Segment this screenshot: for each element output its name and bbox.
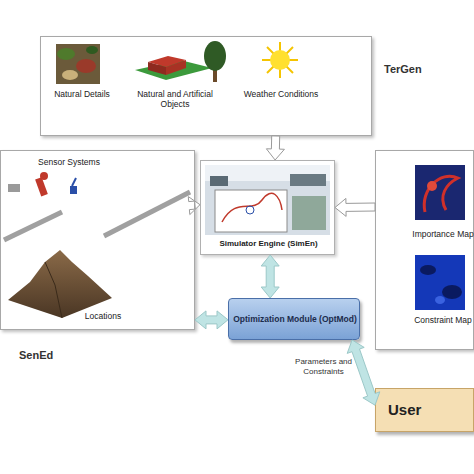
block-arrow — [188, 197, 200, 215]
group-heading: TerGen — [384, 63, 444, 76]
simulator-screen — [205, 165, 330, 235]
constraint-map-region — [420, 265, 436, 275]
sensor-symbol — [35, 177, 48, 196]
tergen-box: Natural Details Natural and Artificial Ob… — [40, 36, 372, 136]
sun-ray — [262, 59, 298, 61]
node-label: Sensor Systems — [19, 157, 119, 167]
sun-ray — [279, 42, 281, 78]
edge-label: Parameters and Constraints — [292, 357, 356, 377]
constraint-map-region — [442, 285, 462, 299]
simulator-terrain — [292, 196, 326, 230]
constraint-map-image — [415, 255, 465, 310]
simulator-sky — [205, 165, 330, 181]
optimization-box: Optimization Module (OptMod) — [228, 298, 360, 340]
sensor-symbol — [72, 178, 76, 186]
house-wall — [148, 62, 166, 75]
node-label: Constraint Map — [412, 315, 474, 325]
house-wall — [166, 60, 186, 75]
node-label: User — [388, 399, 468, 421]
user-box: User — [375, 388, 474, 432]
block-arrow — [266, 136, 284, 160]
constraint-map-region — [435, 296, 445, 304]
block-arrow — [347, 340, 380, 405]
node-label: Optimization Module (OptMod) — [229, 299, 361, 339]
maps-box: Importance MapConstraint Map — [375, 150, 474, 350]
sened-box: Sensor SystemsLocationsSenEd — [0, 150, 195, 330]
sun-ray — [267, 47, 293, 73]
sun-rays — [262, 42, 298, 78]
node-label: Natural and Artificial Objects — [129, 89, 221, 109]
block-arrow — [335, 198, 375, 216]
sensor-symbol — [40, 172, 48, 180]
simulator-building — [290, 174, 326, 186]
node-label: Weather Conditions — [241, 89, 321, 99]
simulator-map-panel — [215, 190, 287, 232]
node-label: Importance Map — [412, 229, 474, 239]
sun — [270, 50, 290, 70]
terrain-patch — [76, 59, 96, 73]
simulator-marker — [246, 206, 254, 214]
importance-map-region — [424, 176, 458, 212]
terrain-mountain — [8, 250, 112, 318]
tree-trunk — [213, 66, 217, 82]
group-heading: SenEd — [19, 349, 79, 362]
ground-slab — [135, 60, 212, 80]
importance-map-region — [427, 181, 437, 191]
mountain-ridge — [45, 262, 62, 318]
sensor-symbol — [70, 186, 77, 194]
terrain-patch — [86, 46, 98, 54]
sensor-track — [4, 212, 62, 240]
tree-crown — [204, 41, 226, 71]
block-arrow — [195, 311, 228, 329]
sun-ray — [267, 47, 293, 73]
node-label: Locations — [63, 311, 143, 321]
terrain-patch — [57, 48, 75, 60]
sensor-symbol — [8, 184, 20, 192]
house-roof — [148, 56, 186, 67]
node-label: Simulator Engine (SimEn) — [201, 239, 336, 249]
simulator-path — [222, 193, 282, 222]
node-label: Natural Details — [49, 89, 115, 99]
simulator-building — [210, 176, 228, 186]
block-arrow — [261, 255, 279, 298]
terrain-texture — [56, 44, 100, 84]
simulator-box: Simulator Engine (SimEn) — [200, 160, 335, 255]
sensor-track — [104, 192, 190, 236]
importance-map-image — [415, 165, 465, 220]
terrain-patch — [62, 70, 78, 80]
